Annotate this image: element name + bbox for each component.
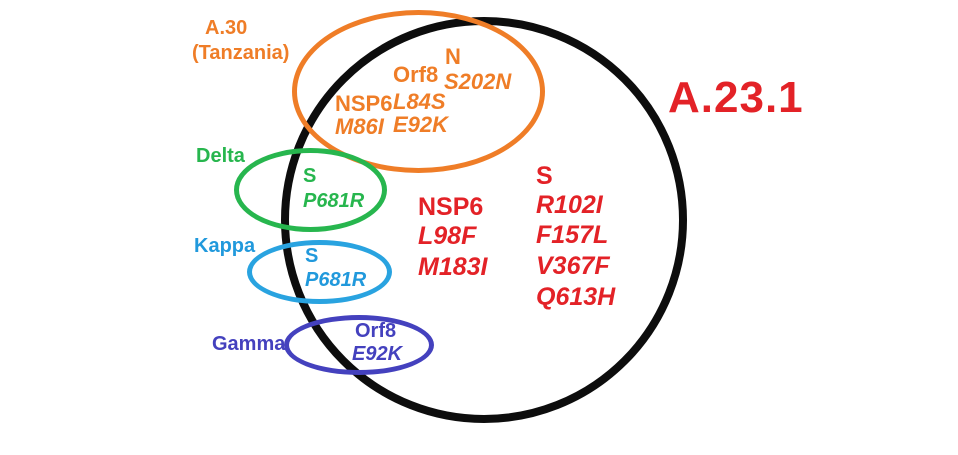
a30-n-gene: N <box>445 44 461 69</box>
a231-s-mutation-3: V367F <box>536 252 610 280</box>
delta-s-gene: S <box>303 165 317 187</box>
a30-sublabel: (Tanzania) <box>192 42 290 64</box>
a231-nsp6-gene: NSP6 <box>418 193 484 221</box>
a30-orf8-mutation-1: L84S <box>393 89 446 114</box>
a231-nsp6-mutation-1: L98F <box>418 222 477 250</box>
gamma-label: Gamma <box>212 333 286 355</box>
a231-s-mutation-1: R102I <box>536 191 603 219</box>
a30-n-mutation: S202N <box>444 69 512 94</box>
gamma-orf8-gene: Orf8 <box>355 320 397 342</box>
kappa-s-mutation: P681R <box>305 269 367 291</box>
a30-orf8-gene: Orf8 <box>393 62 439 87</box>
a231-s-mutation-4: Q613H <box>536 283 616 311</box>
delta-ellipse <box>234 148 387 232</box>
a30-nsp6-mutation: M86I <box>335 114 384 139</box>
gamma-orf8-mutation: E92K <box>352 343 403 365</box>
a231-s-mutation-2: F157L <box>536 221 609 249</box>
a30-orf8-mutation-2: E92K <box>393 112 449 137</box>
delta-s-mutation: P681R <box>303 190 365 212</box>
kappa-s-gene: S <box>305 245 319 267</box>
kappa-ellipse <box>247 240 392 304</box>
a231-label: A.23.1 <box>668 73 804 122</box>
a30-nsp6-gene: NSP6 <box>335 91 393 116</box>
a30-ellipse <box>292 10 545 173</box>
a231-s-gene: S <box>536 162 553 190</box>
a30-label: A.30 <box>205 17 248 39</box>
kappa-label: Kappa <box>194 235 256 257</box>
gamma-ellipse <box>284 315 434 375</box>
delta-label: Delta <box>196 145 245 167</box>
a231-nsp6-mutation-2: M183I <box>418 253 488 281</box>
